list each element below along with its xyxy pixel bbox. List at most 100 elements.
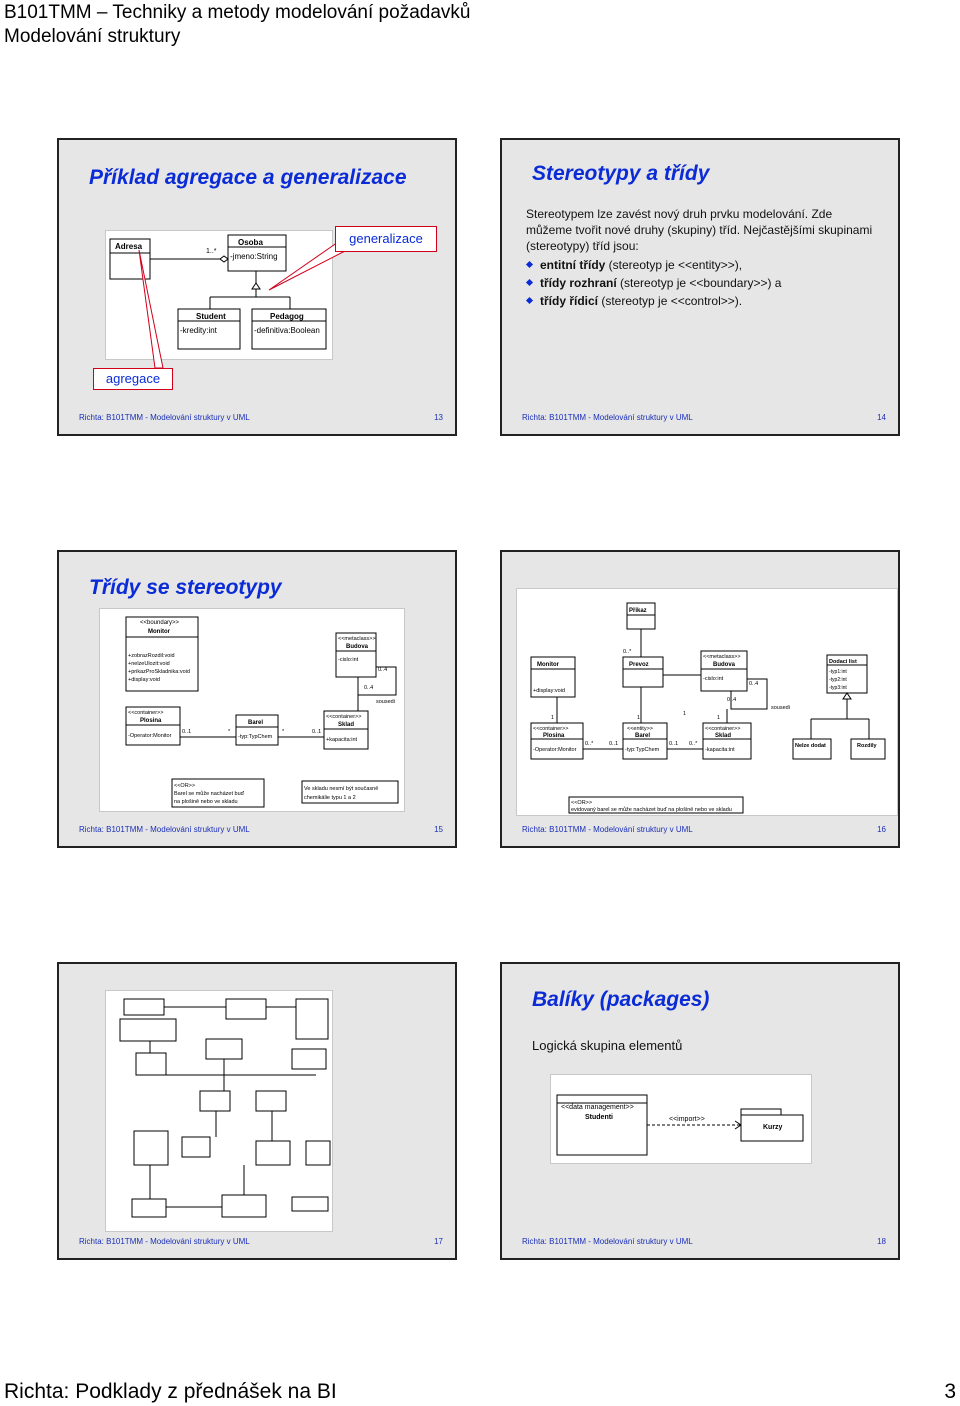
uml-class-name: Monitor xyxy=(537,662,560,668)
slide-title: Třídy se stereotypy xyxy=(89,576,282,599)
uml-operation: +nelzeUlozit:void xyxy=(128,661,170,667)
multiplicity-label: 0..4 xyxy=(378,667,387,673)
uml-class-box xyxy=(622,656,664,688)
uml-diagram-aggregation: Adresa Osoba -jmeno:String 1..* Student … xyxy=(105,230,333,360)
uml-class-box xyxy=(626,602,656,630)
uml-stereotype: <<container>> xyxy=(705,726,740,732)
uml-stereotype: <<container>> xyxy=(128,710,163,716)
multiplicity-label: 0..* xyxy=(689,741,698,747)
slide-footer: Richta: B101TMM - Modelování struktury v… xyxy=(522,413,693,422)
slide-number: 17 xyxy=(434,1237,443,1246)
bullet-item: třídy řídicí (stereotyp je <<control>>). xyxy=(524,292,781,310)
uml-operation: +prikazProSkladnika:void xyxy=(128,669,190,675)
uml-class-box xyxy=(622,722,668,760)
multiplicity-label: 0..1 xyxy=(609,741,618,747)
uml-class-name: Student xyxy=(196,312,226,321)
uml-class-name: Prevoz xyxy=(629,662,649,668)
note-text: chemikálie typu 1 a 2 xyxy=(304,795,356,801)
package-box-kurzy xyxy=(740,1114,804,1142)
illegible-class-diagram xyxy=(119,998,331,1218)
uml-operation: +zobrazRozdil:void xyxy=(128,653,175,659)
slide-number: 13 xyxy=(434,413,443,422)
uml-operation: +display:void xyxy=(128,677,160,683)
multiplicity-label: 0..1 xyxy=(312,729,321,735)
uml-class-box xyxy=(227,234,287,272)
uml-class-box xyxy=(177,308,241,350)
uml-stereotype: <<boundary>> xyxy=(140,620,180,626)
multiplicity-label: 1 xyxy=(717,715,720,721)
uml-class-name: Nelze dodat xyxy=(795,743,826,749)
uml-class-box xyxy=(125,706,181,746)
package-stereotype: <<data management>> xyxy=(561,1104,634,1111)
note-text: Barel se může nacházet buď xyxy=(174,790,245,797)
uml-stereotype: <<metaclass>> xyxy=(338,636,376,642)
document-footer: Richta: Podklady z přednášek na BI xyxy=(4,1380,337,1403)
uml-class-name: Monitor xyxy=(148,629,171,635)
multiplicity-label: 0..1 xyxy=(182,729,191,735)
uml-attribute: -Operator:Monitor xyxy=(533,747,577,753)
multiplicity-label: 0..* xyxy=(585,741,594,747)
uml-attribute: -cislo:int xyxy=(338,657,359,663)
uml-class-name: Osoba xyxy=(238,238,263,247)
uml-class-name: Sklad xyxy=(338,722,354,728)
multiplicity-label: 1 xyxy=(683,711,686,717)
uml-attribute: -kapacita:int xyxy=(705,747,735,753)
slide-16: Příkaz 0..* Monitor +display:void Prevoz… xyxy=(500,550,900,848)
slide-number: 16 xyxy=(877,825,886,834)
uml-class-box xyxy=(125,616,199,692)
uml-class-box xyxy=(235,714,279,746)
uml-stereotype: <<container>> xyxy=(326,714,361,720)
slide-17: Richta: B101TMM - Modelování struktury v… xyxy=(57,962,457,1260)
slide-title: Příklad agregace a generalizace xyxy=(89,166,407,189)
uml-class-box xyxy=(850,738,886,760)
slide-15: Třídy se stereotypy <<boundary>> Monitor… xyxy=(57,550,457,848)
multiplicity-label: 0..4 xyxy=(749,681,758,687)
bullet-item: entitní třídy (stereotyp je <<entity>>), xyxy=(524,256,781,274)
uml-operation: +display:void xyxy=(533,688,565,694)
aggregation-diamond xyxy=(219,255,229,263)
uml-diagram-complex xyxy=(105,990,333,1232)
association-label: sousedi xyxy=(376,699,395,705)
multiplicity-label: 0..4 xyxy=(727,697,736,703)
slide-intro-text: Stereotypem lze zavést nový druh prvku m… xyxy=(526,207,873,253)
uml-attribute: -cislo:int xyxy=(703,676,724,682)
package-name: Studenti xyxy=(585,1114,613,1121)
uml-class-box xyxy=(323,710,369,750)
note-text: Ve skladu nesmí být současně xyxy=(304,786,378,792)
slide-13: Příklad agregace a generalizace Adresa O… xyxy=(57,138,457,436)
uml-attribute: -typ:TypChem xyxy=(238,734,273,740)
uml-class-box xyxy=(251,308,327,350)
uml-note xyxy=(171,778,265,808)
slide-title: Balíky (packages) xyxy=(532,988,710,1011)
uml-stereotype: <<metaclass>> xyxy=(703,654,741,660)
note-text: evidovaný barel se může nacházet buď na … xyxy=(571,806,732,813)
note-text: <<OR>> xyxy=(571,800,592,806)
uml-class-name: Dodaci list xyxy=(829,659,857,665)
uml-note xyxy=(568,796,744,814)
note-text: <<OR>> xyxy=(174,783,195,789)
uml-class-box xyxy=(792,738,832,760)
note-text: na plošině nebo ve skladu xyxy=(174,799,238,805)
slide-footer: Richta: B101TMM - Modelování struktury v… xyxy=(522,825,693,834)
slide-18: Balíky (packages) Logická skupina elemen… xyxy=(500,962,900,1260)
uml-class-name: Budova xyxy=(713,662,736,668)
uml-diagram-entities: Příkaz 0..* Monitor +display:void Prevoz… xyxy=(516,588,898,816)
multiplicity-label: 1 xyxy=(551,715,554,721)
stereotype-bullet-list: entitní třídy (stereotyp je <<entity>>),… xyxy=(524,256,781,310)
multiplicity-label: 1..* xyxy=(206,248,217,255)
uml-class-name: Budova xyxy=(346,644,369,650)
multiplicity-label: 0..* xyxy=(623,649,632,655)
slide-number: 14 xyxy=(877,413,886,422)
uml-note xyxy=(301,780,399,804)
package-tab xyxy=(740,1108,782,1116)
uml-attribute: -definitiva:Boolean xyxy=(254,326,320,335)
slide-subtitle: Logická skupina elementů xyxy=(532,1038,683,1053)
uml-class-box xyxy=(826,654,868,694)
page-number: 3 xyxy=(944,1380,956,1403)
uml-class-name: Sklad xyxy=(715,733,731,739)
slide-footer: Richta: B101TMM - Modelování struktury v… xyxy=(79,413,250,422)
uml-class-name: Plosina xyxy=(140,718,162,724)
slide-number: 15 xyxy=(434,825,443,834)
document-header-topic: Modelování struktury xyxy=(4,26,181,47)
package-name: Kurzy xyxy=(763,1124,783,1131)
